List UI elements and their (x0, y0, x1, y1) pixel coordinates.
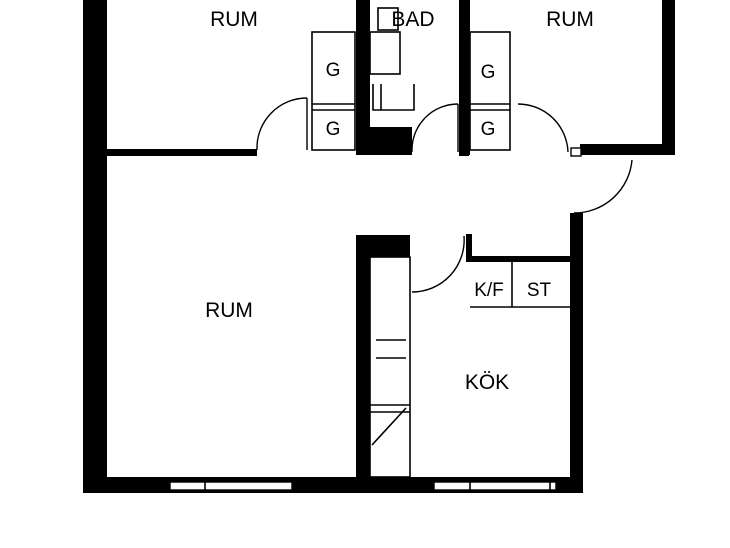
wardrobe-left-box (311, 31, 356, 151)
fixtures-lines (311, 7, 570, 478)
wall-right-exterior-top (662, 0, 675, 155)
room-label-bad: BAD (391, 8, 434, 31)
labels: RUM BAD RUM RUM KÖK G G G G K/F ST (205, 8, 594, 394)
door-bath (411, 103, 459, 153)
wall-kitchen-left (356, 235, 370, 493)
doors (256, 97, 633, 293)
room-label-rum-large: RUM (205, 299, 253, 322)
wardrobe-right-box (469, 31, 511, 151)
wall-kitchen-top-horizontal (466, 256, 576, 262)
bath-sink (369, 31, 401, 75)
bath-tub (372, 84, 415, 111)
kitchen-label-st: ST (527, 280, 552, 301)
wardrobe-label-4: G (481, 119, 496, 140)
door-top-left-room (256, 97, 308, 151)
window-small-right (570, 147, 582, 157)
wall-kitchen-top-block (356, 235, 410, 257)
wall-top-left-room-bottom (107, 149, 257, 156)
kitchen-label-kf: K/F (474, 280, 504, 301)
wardrobe-label-3: G (481, 62, 496, 83)
kitchen-pantry-diagonal (371, 407, 407, 446)
window-kitchen (433, 481, 557, 491)
kitchen-cabinets (369, 256, 411, 478)
door-kitchen (411, 235, 465, 293)
wall-left-exterior (83, 0, 107, 493)
wall-top-right-room-bottom (580, 144, 675, 155)
room-label-kok: KÖK (465, 371, 509, 394)
wardrobe-label-1: G (326, 60, 341, 81)
room-label-rum-top-right: RUM (546, 8, 594, 31)
wall-bath-bottom (356, 127, 412, 155)
bath-washer (377, 7, 399, 31)
wall-right-room-left-bottom (459, 148, 469, 156)
window-large-room (169, 481, 293, 491)
wall-kitchen-top (466, 234, 472, 262)
wardrobe-label-2: G (326, 119, 341, 140)
wall-bath-right (459, 0, 470, 155)
door-top-right-room (517, 103, 569, 153)
room-label-rum-top-left: RUM (210, 8, 258, 31)
wall-bath-left (356, 0, 370, 155)
windows (169, 147, 582, 491)
wall-right-exterior-lower (570, 213, 583, 493)
door-entrance (573, 159, 633, 214)
